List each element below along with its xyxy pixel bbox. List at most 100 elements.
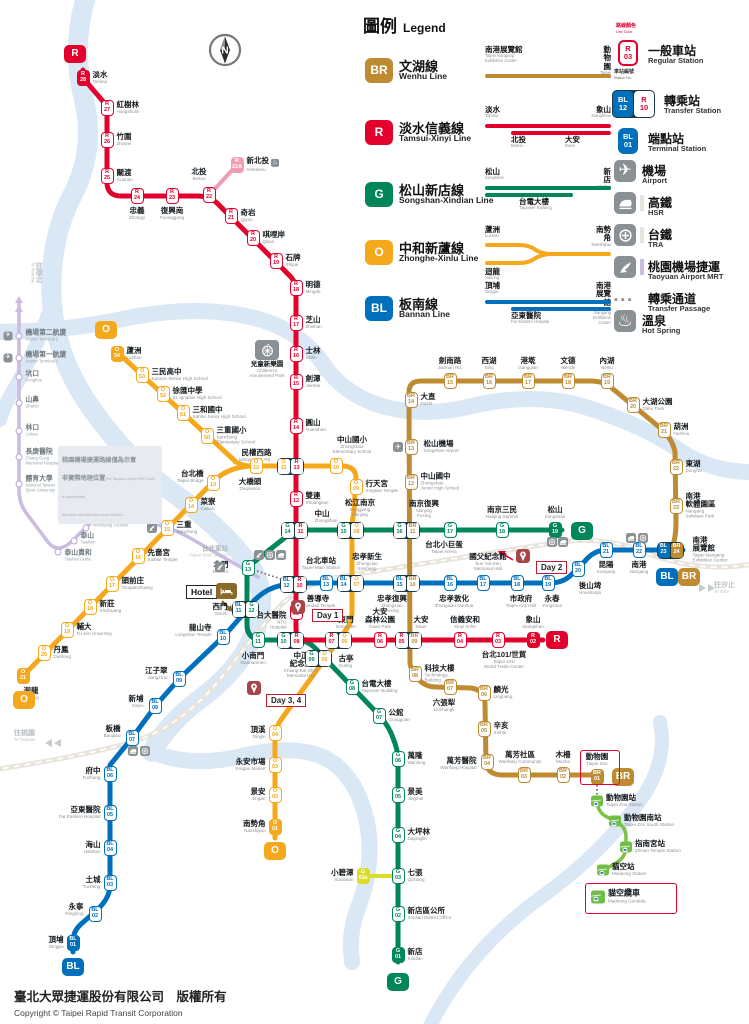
legend-bar [511,131,611,135]
legend-diagram-bl: 頂埔Dingpu南港展覽館Taipei Nangang Exhibition C… [485,281,611,344]
note-station-no: 車站編號 Station No. [614,69,635,80]
note-line-color: 路線顏色 Line Color [616,23,637,34]
legend-line-name-zh: 松山新店線 [399,183,465,198]
maokong-gondola-line [595,798,628,872]
hotel-label: Hotel [186,585,218,599]
legend-label-en: TRA [648,240,664,249]
legend-line-name-zh: 文湖線 [399,59,439,74]
hsr-icon [276,550,286,560]
legend-label-zh: 機場 [642,164,667,178]
svg-text:N: N [221,46,228,57]
legend-label-en: Airport [642,176,667,185]
airport-icon: ✈ [3,353,13,363]
legend-title-zh: 圖例 [363,17,397,36]
legend-label-en: Transfer Station [664,106,722,115]
gondola-maokong-station [597,864,609,876]
line-logo-R: R [546,631,568,649]
legend-bar [485,300,611,304]
legend-label-en: Regular Station [648,56,704,65]
tra-icon [547,537,557,547]
hsr-icon [558,537,568,547]
maokong-gondola-legend-icon [591,890,605,904]
legend-bar [485,193,573,197]
tra-icon [638,533,648,543]
legend-line-name-en: Songshan-Xindian Line [399,195,494,205]
legend-label-en: HSR [648,208,664,217]
tra-icon [140,746,150,756]
line-logo-R: R [64,45,86,63]
hsr-icon [626,533,636,543]
line-logo-G: G [571,522,593,540]
airport-mrt-note: 桃園機場捷運路線僅為示意 非實際地理位置The Taoyuan Airport … [58,446,162,524]
legend-bar [485,74,611,78]
hot-spring-icon: ♨ [271,159,280,168]
hotspring-icon: ♨ [614,310,636,332]
legend-badge-r: R [365,120,393,145]
